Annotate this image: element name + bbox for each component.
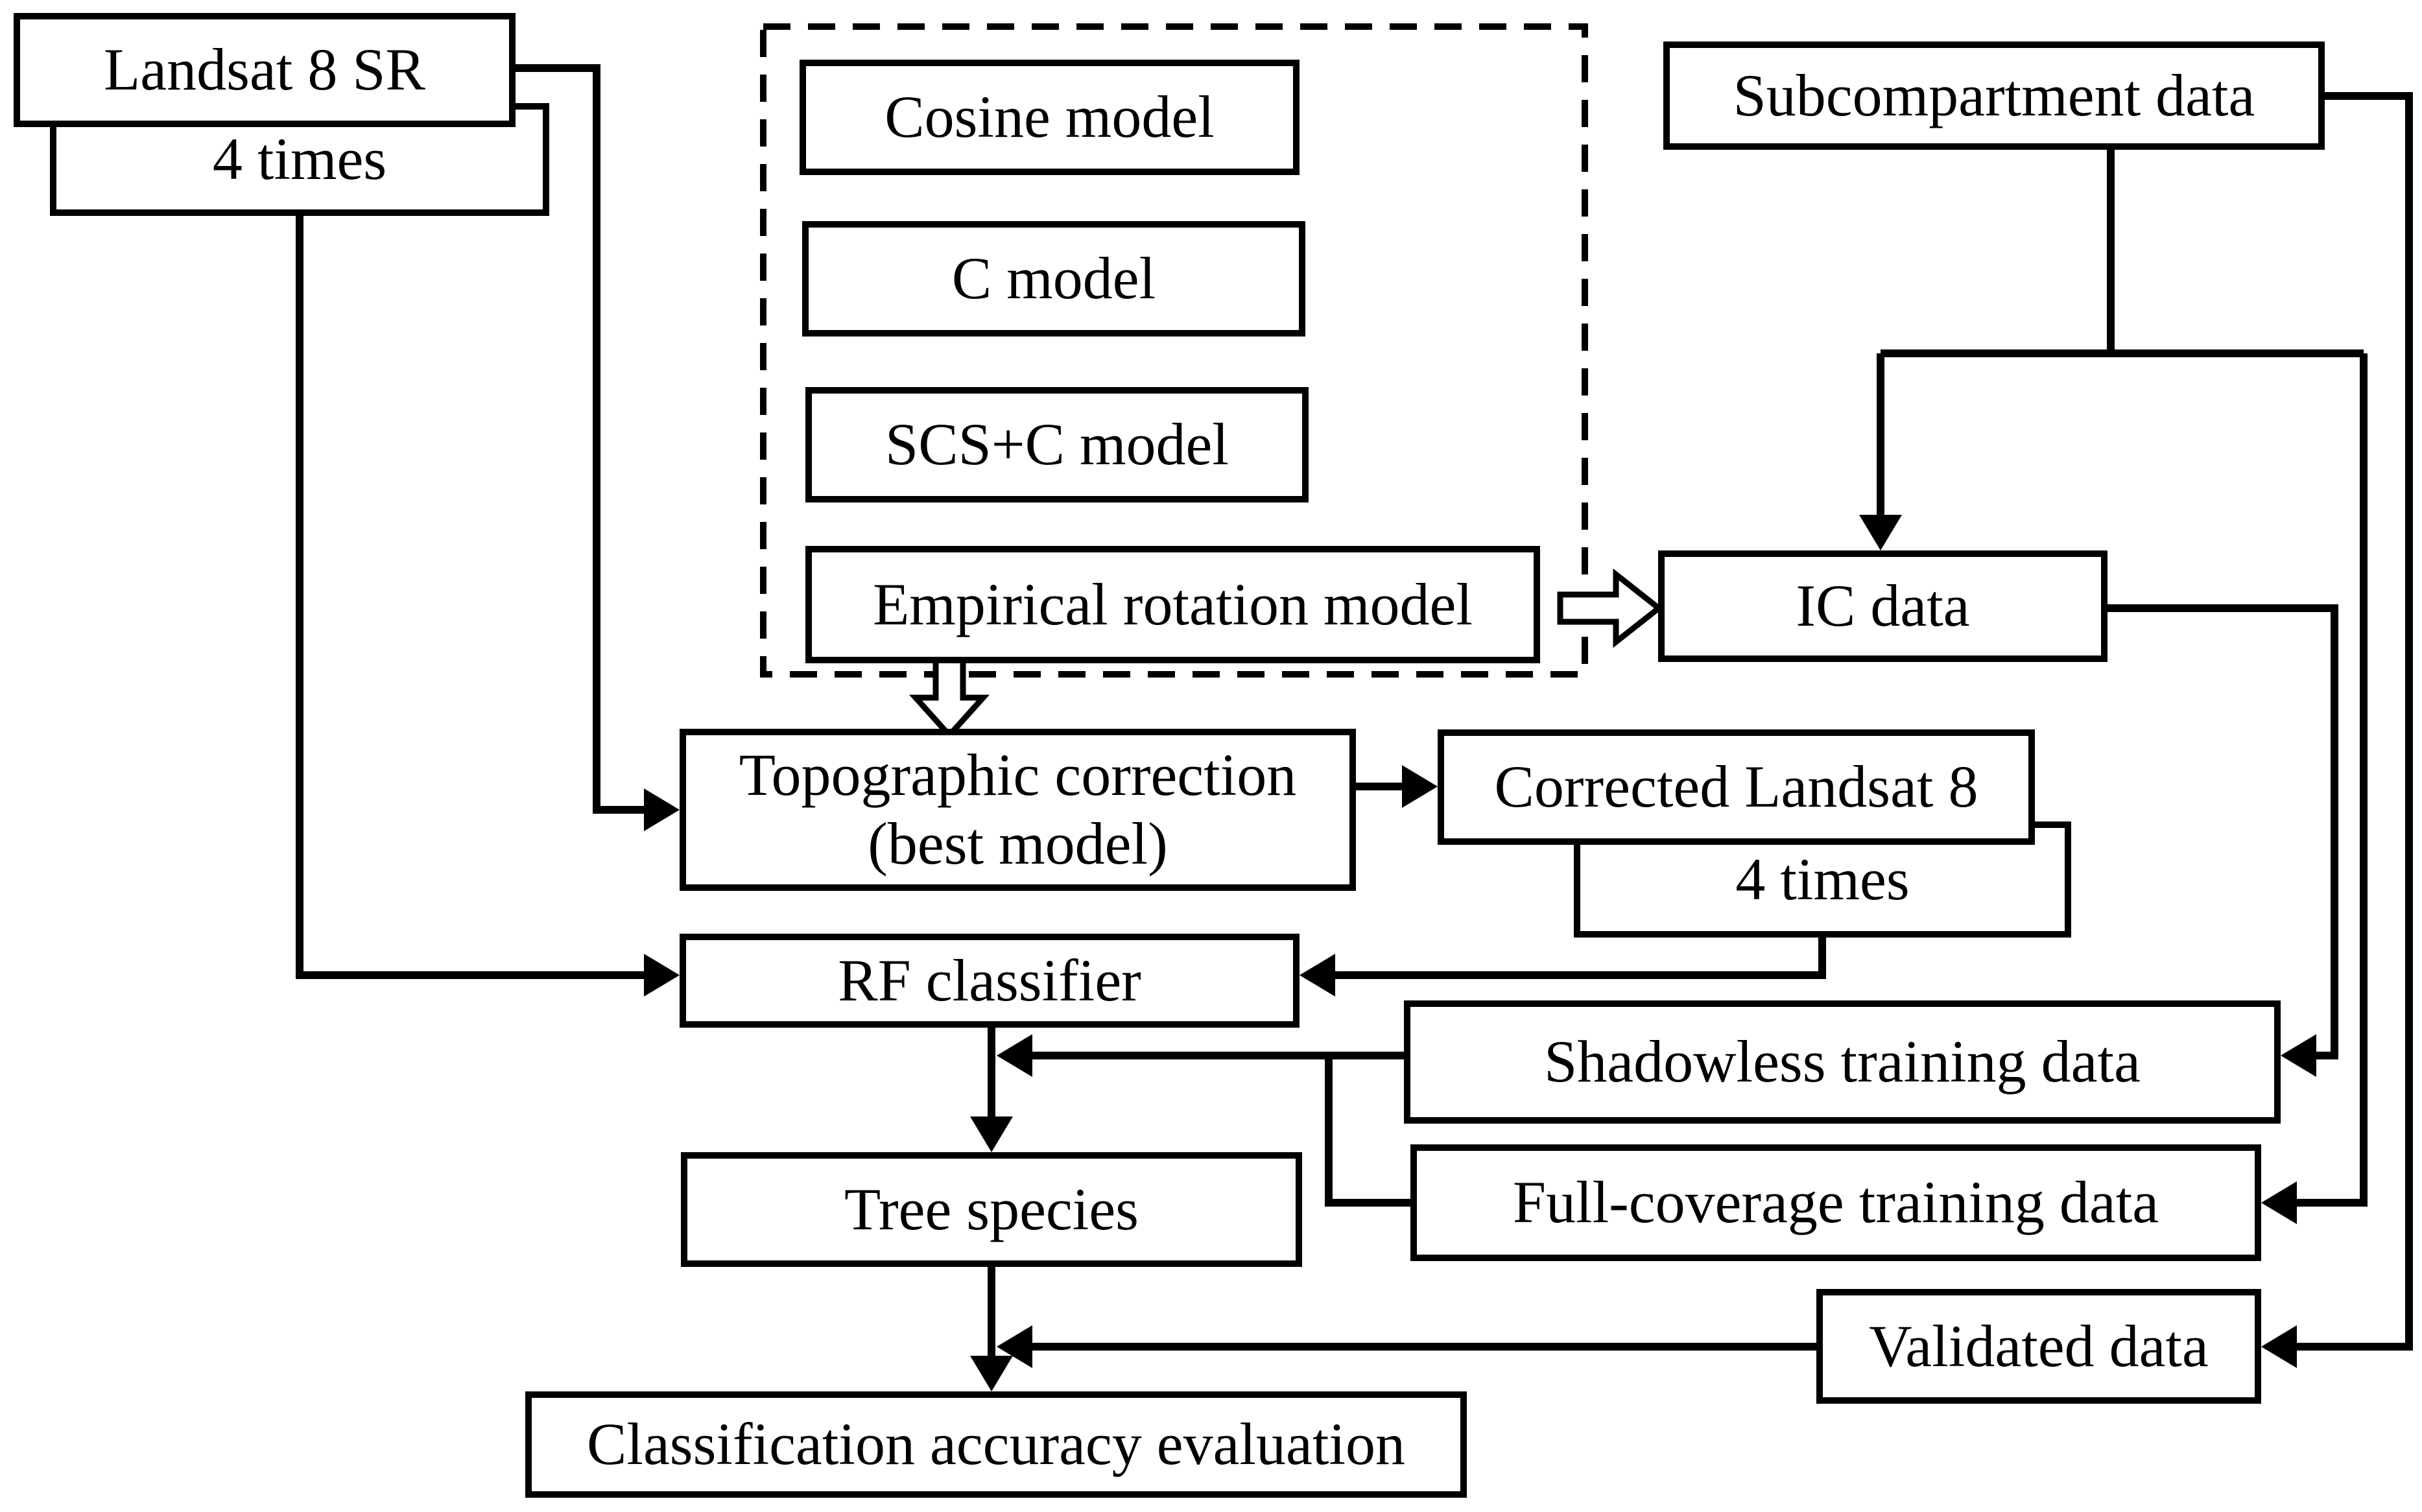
connector-corrected4times-to-rf: [1333, 934, 1826, 979]
node-label-line2: (best model): [868, 810, 1168, 877]
arrowhead-training-join-left: [997, 1034, 1032, 1077]
node-c-model: C model: [802, 221, 1305, 337]
arrowhead-into-rf-right: [1300, 954, 1335, 997]
node-label: Cosine model: [885, 84, 1215, 150]
node-label: Tree species: [844, 1175, 1139, 1242]
node-label: RF classifier: [838, 947, 1141, 1013]
node-full-coverage-training-data: Full-coverage training data: [1410, 1144, 2261, 1261]
node-label: SCS+C model: [885, 411, 1229, 478]
arrowhead-into-treespecies-top: [970, 1116, 1013, 1152]
arrowhead-into-classification-top: [970, 1356, 1013, 1391]
node-topographic-correction: Topographic correction (best model): [680, 729, 1356, 891]
arrowhead-into-rf-left: [644, 954, 680, 997]
connector-subcompartment-to-validated: [2295, 92, 2413, 1351]
node-ic-data: IC data: [1658, 550, 2107, 662]
arrowhead-into-shadowless-right: [2281, 1034, 2316, 1077]
connector-landsat-to-topographic: [512, 64, 646, 814]
node-tree-species: Tree species: [681, 1152, 1302, 1267]
arrowhead-into-validated-right: [2261, 1325, 2297, 1368]
node-label: Shadowless training data: [1544, 1028, 2141, 1095]
node-cosine-model: Cosine model: [800, 60, 1300, 175]
node-validated-data: Validated data: [1816, 1289, 2261, 1404]
node-label: Validated data: [1869, 1312, 2209, 1379]
node-scs-c-model: SCS+C model: [805, 387, 1309, 502]
arrowhead-into-fullcoverage-right: [2261, 1181, 2297, 1224]
node-label: Subcompartment data: [1733, 62, 2255, 128]
node-classification-accuracy-evaluation: Classification accuracy evaluation: [525, 1391, 1467, 1498]
node-rf-classifier: RF classifier: [680, 934, 1300, 1028]
model-group-dashed-border: [760, 23, 1588, 678]
connector-fullcoverage-elbow: [1325, 1056, 1414, 1207]
arrowhead-into-icdata-top: [1859, 515, 1902, 550]
node-empirical-rotation-model: Empirical rotation model: [805, 546, 1540, 663]
node-label: Landsat 8 SR: [104, 36, 425, 103]
node-corrected-landsat-8: Corrected Landsat 8: [1438, 729, 2035, 845]
arrowhead-into-corrected-left: [1402, 765, 1438, 808]
hollow-arrow-bestmodel-down-icon: [908, 656, 990, 740]
node-label: 4 times: [1735, 845, 1910, 912]
node-label: Corrected Landsat 8: [1494, 753, 1978, 820]
node-label: 4 times: [212, 126, 387, 193]
connector-icdata-to-shadowless: [2104, 604, 2338, 1059]
node-label: Full-coverage training data: [1512, 1169, 2159, 1236]
node-shadowless-training-data: Shadowless training data: [1404, 1000, 2281, 1124]
connector-junction-to-fullcoverage: [2295, 353, 2368, 1207]
arrowhead-validated-join-left: [997, 1325, 1032, 1368]
connector-landsat4times-to-rf: [296, 212, 646, 979]
arrowhead-into-topographic-left: [644, 788, 680, 831]
node-label-line1: Topographic correction: [739, 742, 1297, 809]
node-label: Classification accuracy evaluation: [587, 1411, 1405, 1478]
node-label: Empirical rotation model: [873, 571, 1473, 637]
node-label: IC data: [1796, 573, 1970, 639]
node-landsat-8-sr: Landsat 8 SR: [14, 13, 516, 127]
node-label: C model: [951, 245, 1156, 312]
hollow-arrow-empirical-to-icdata-icon: [1557, 568, 1664, 648]
node-subcompartment-data: Subcompartment data: [1663, 41, 2325, 150]
